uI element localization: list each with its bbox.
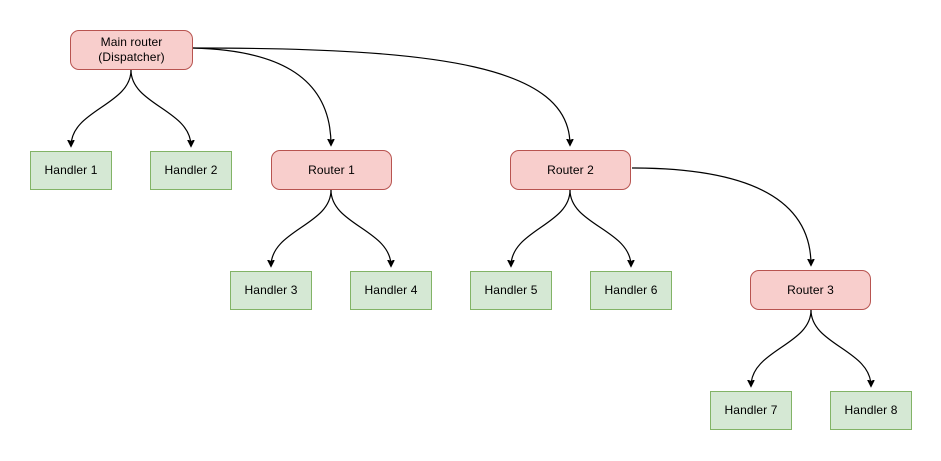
node-router2-label: Router 2 (547, 162, 594, 177)
node-router1[interactable]: Router 1 (271, 150, 392, 190)
node-handler8[interactable]: Handler 8 (830, 391, 912, 430)
node-main[interactable]: Main router (Dispatcher) (70, 30, 193, 70)
node-handler1-label: Handler 1 (44, 163, 98, 177)
node-handler7-label: Handler 7 (724, 403, 778, 417)
node-handler6[interactable]: Handler 6 (590, 271, 672, 310)
edge-router1-to-handler4 (330, 189, 391, 266)
node-handler4[interactable]: Handler 4 (350, 271, 432, 310)
node-handler2[interactable]: Handler 2 (150, 151, 232, 190)
node-handler8-label: Handler 8 (844, 403, 898, 417)
node-router1-label: Router 1 (308, 162, 355, 177)
edge-router2-to-handler6 (569, 189, 631, 266)
node-main-label: Main router (Dispatcher) (98, 35, 165, 64)
node-handler2-label: Handler 2 (164, 163, 218, 177)
edge-router2-to-handler5 (511, 189, 571, 266)
node-handler4-label: Handler 4 (364, 283, 418, 297)
node-handler7[interactable]: Handler 7 (710, 391, 792, 430)
node-router3[interactable]: Router 3 (750, 270, 871, 310)
node-handler5-label: Handler 5 (484, 283, 538, 297)
node-handler3[interactable]: Handler 3 (230, 271, 312, 310)
edge-main-to-handler2 (130, 69, 191, 146)
edge-paths (71, 47, 871, 386)
node-router3-label: Router 3 (787, 282, 834, 297)
node-handler1[interactable]: Handler 1 (30, 151, 112, 190)
edge-router2-to-router3 (631, 167, 811, 265)
edge-router3-to-handler7 (751, 309, 812, 386)
node-router2[interactable]: Router 2 (510, 150, 631, 190)
edge-router3-to-handler8 (810, 309, 871, 386)
node-handler3-label: Handler 3 (244, 283, 298, 297)
edge-main-to-router1 (192, 47, 331, 145)
edge-main-to-router2 (192, 47, 570, 145)
edge-main-to-handler1 (71, 69, 132, 146)
edge-router1-to-handler3 (271, 189, 332, 266)
node-handler5[interactable]: Handler 5 (470, 271, 552, 310)
node-handler6-label: Handler 6 (604, 283, 658, 297)
